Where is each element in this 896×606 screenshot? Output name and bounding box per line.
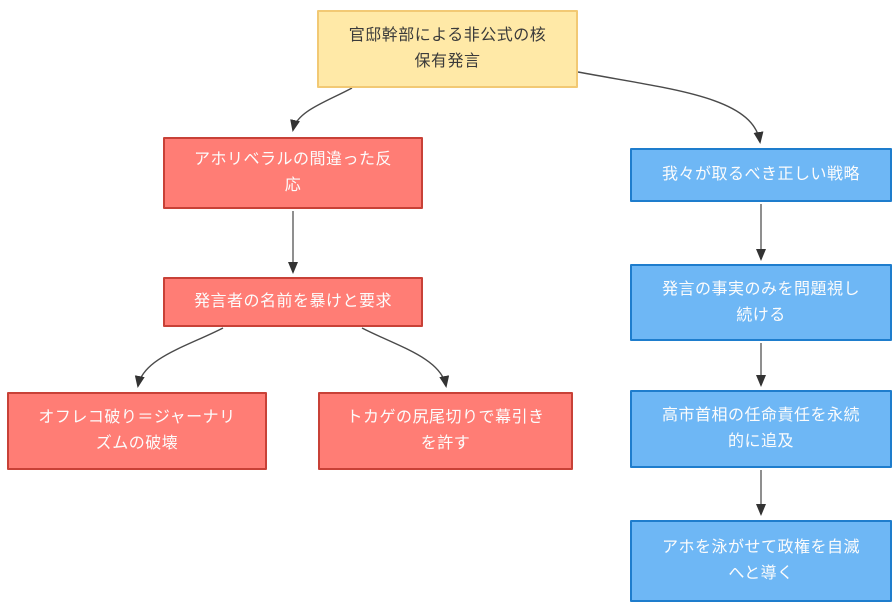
node-let-fool-swim-label: アホを泳がせて政権を自滅 へと導く xyxy=(661,539,860,582)
node-wrong-reaction-label: アホリベラルの間違った反 応 xyxy=(193,151,392,194)
node-root-label: 官邸幹部による非公式の核 保有発言 xyxy=(348,27,547,70)
node-lizard-tail-cut-label: トカゲの尻尾切りで幕引き を許す xyxy=(346,409,545,452)
node-right-strategy-label: 我々が取るべき正しい戦略 xyxy=(661,166,860,183)
node-pursue-responsibility-label: 高市首相の任命責任を永続 的に追及 xyxy=(661,407,860,450)
node-focus-on-fact-label: 発言の事実のみを問題視し 続ける xyxy=(661,280,860,324)
node-off-record-breaking[interactable]: オフレコ破り＝ジャーナリ ズムの破壊 xyxy=(7,392,267,470)
node-demand-names-label: 発言者の名前を暴けと要求 xyxy=(193,293,392,310)
edge-demand-names-to-lizard-tail-cut xyxy=(361,327,450,388)
edge-demand-names-to-off-record-breaking xyxy=(134,327,224,388)
node-focus-on-fact[interactable]: 発言の事実のみを問題視し 続ける xyxy=(630,264,892,341)
node-lizard-tail-cut[interactable]: トカゲの尻尾切りで幕引き を許す xyxy=(318,392,573,470)
node-root[interactable]: 官邸幹部による非公式の核 保有発言 xyxy=(317,10,578,88)
edge-root-to-wrong-reaction xyxy=(290,87,353,132)
node-pursue-responsibility[interactable]: 高市首相の任命責任を永続 的に追及 xyxy=(630,390,892,468)
edge-root-to-right-strategy xyxy=(577,71,764,144)
node-off-record-breaking-label: オフレコ破り＝ジャーナリ ズムの破壊 xyxy=(38,409,236,452)
node-wrong-reaction[interactable]: アホリベラルの間違った反 応 xyxy=(163,137,423,209)
node-right-strategy[interactable]: 我々が取るべき正しい戦略 xyxy=(630,148,892,202)
node-let-fool-swim[interactable]: アホを泳がせて政権を自滅 へと導く xyxy=(630,520,892,602)
node-demand-names[interactable]: 発言者の名前を暴けと要求 xyxy=(163,277,423,327)
